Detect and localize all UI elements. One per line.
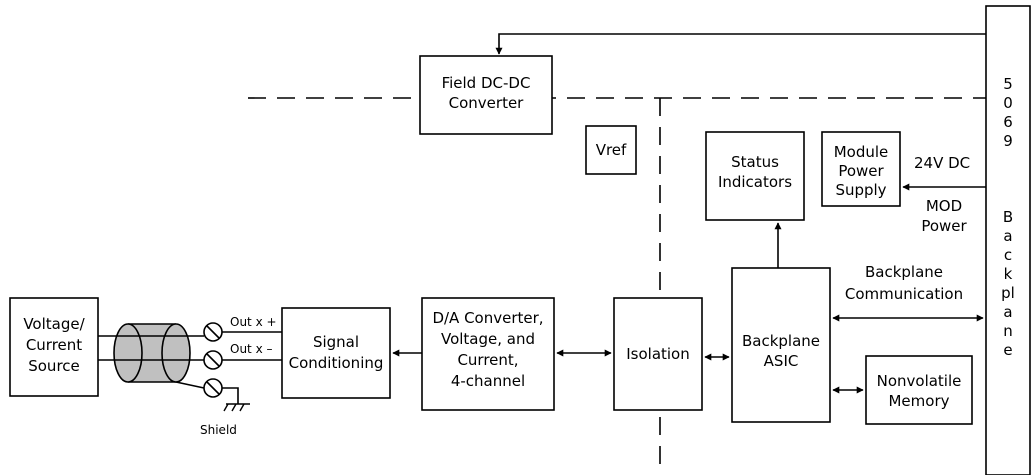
field-dcdc-label: Field DC-DC bbox=[442, 74, 531, 92]
module-power-supply-label: Supply bbox=[835, 181, 886, 199]
backplane-bus-letter: c bbox=[1004, 246, 1012, 264]
da-converter-label: Current, bbox=[457, 351, 518, 369]
terminal-out-minus bbox=[203, 350, 223, 370]
backplane-bus-letter: B bbox=[1003, 208, 1013, 226]
mod-power-label: MOD bbox=[926, 197, 962, 215]
isolation-block: Isolation bbox=[613, 297, 703, 411]
backplane-asic-block: Backplane ASIC bbox=[731, 267, 831, 423]
nonvolatile-memory-label: Memory bbox=[888, 392, 949, 410]
da-converter-label: Voltage, and bbox=[441, 330, 535, 348]
ground-icon bbox=[222, 387, 250, 412]
isolation-label: Isolation bbox=[626, 345, 690, 363]
vref-label: Vref bbox=[596, 141, 627, 159]
dc24v-label: 24V DC bbox=[914, 154, 970, 172]
backplane-bus-letter: 0 bbox=[1003, 94, 1013, 112]
shield-label: Shield bbox=[200, 423, 237, 437]
backplane-bus-letter: 9 bbox=[1003, 132, 1013, 150]
da-converter-label: 4-channel bbox=[451, 372, 525, 390]
nonvolatile-memory-block: Nonvolatile Memory bbox=[865, 355, 973, 425]
source-label: Voltage/ bbox=[23, 315, 85, 333]
signal-conditioning-label: Conditioning bbox=[289, 354, 384, 372]
field-dcdc-label: Converter bbox=[449, 94, 525, 112]
status-indicators-label: Indicators bbox=[718, 173, 792, 191]
nonvolatile-memory-label: Nonvolatile bbox=[877, 372, 962, 390]
voltage-current-source-block: Voltage/ Current Source bbox=[9, 297, 99, 397]
terminal-out-plus bbox=[203, 322, 223, 342]
status-indicators-block: Status Indicators bbox=[705, 131, 805, 221]
mod-power-label: Power bbox=[921, 217, 967, 235]
backplane-bus-letter: 5 bbox=[1003, 75, 1013, 93]
backplane-bus-letter: k bbox=[1004, 265, 1013, 283]
da-converter-label: D/A Converter, bbox=[432, 309, 543, 327]
terminal-out-plus-label: Out x + bbox=[230, 315, 277, 329]
module-power-supply-label: Power bbox=[838, 162, 884, 180]
module-power-supply-block: Module Power Supply bbox=[821, 131, 901, 207]
field-power-feed-line bbox=[495, 33, 986, 55]
backplane-bus-letter: 6 bbox=[1003, 113, 1013, 131]
source-label: Current bbox=[26, 336, 82, 354]
signal-conditioning-block: Signal Conditioning bbox=[281, 307, 391, 399]
wire-shield bbox=[175, 381, 205, 389]
terminal-shield bbox=[203, 378, 223, 398]
backplane-bus: 5 0 6 9 B a c k pl a n e bbox=[985, 5, 1031, 475]
vref-block: Vref bbox=[585, 125, 637, 175]
backplane-bus-letter: a bbox=[1003, 303, 1012, 321]
backplane-communication-label: Backplane bbox=[865, 263, 943, 281]
status-indicators-label: Status bbox=[731, 153, 779, 171]
da-converter-block: D/A Converter, Voltage, and Current, 4-c… bbox=[421, 297, 555, 411]
backplane-asic-label: ASIC bbox=[764, 352, 799, 370]
backplane-bus-letter: a bbox=[1003, 227, 1012, 245]
terminal-out-minus-label: Out x – bbox=[230, 342, 273, 356]
backplane-bus-letter: n bbox=[1003, 322, 1013, 340]
source-label: Source bbox=[28, 357, 80, 375]
backplane-bus-letter: e bbox=[1003, 341, 1012, 359]
signal-conditioning-label: Signal bbox=[313, 333, 359, 351]
backplane-communication-label: Communication bbox=[845, 285, 963, 303]
shielded-cable bbox=[113, 323, 191, 383]
field-dcdc-converter-block: Field DC-DC Converter bbox=[419, 55, 553, 135]
backplane-asic-label: Backplane bbox=[742, 332, 820, 350]
backplane-bus-letter: pl bbox=[1001, 284, 1015, 302]
module-power-supply-label: Module bbox=[834, 143, 889, 161]
